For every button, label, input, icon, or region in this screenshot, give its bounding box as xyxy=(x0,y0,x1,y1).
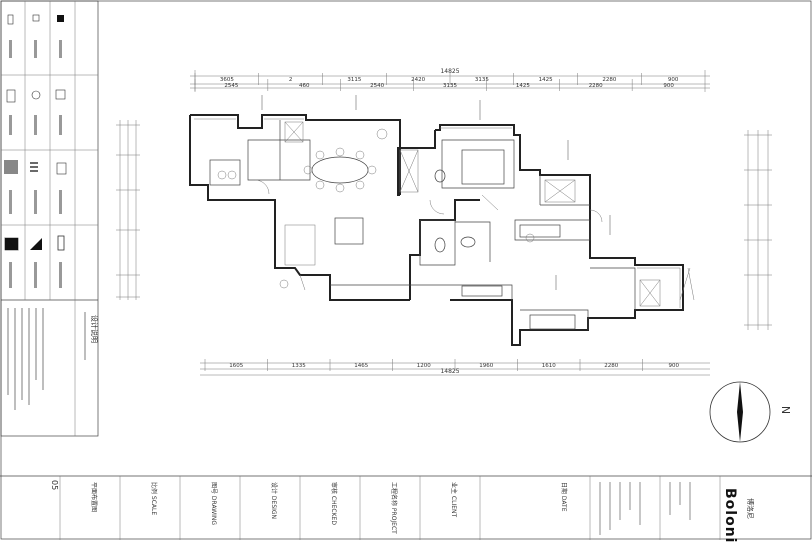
top-total-dimension: 14825 xyxy=(440,68,459,75)
notes-title: 设计说明 xyxy=(90,315,99,343)
legend-symbol-icon xyxy=(57,235,65,251)
legend-symbol-icon xyxy=(6,89,16,103)
dimension-label: 1425 xyxy=(516,83,530,89)
north-label: N xyxy=(779,406,792,414)
second-bed xyxy=(519,224,561,238)
legend-symbol-icon xyxy=(31,90,41,100)
dining-table xyxy=(311,156,369,184)
legend-symbol-icon xyxy=(4,237,19,251)
right-dimension-chain xyxy=(744,130,772,330)
legend-symbol-icon xyxy=(30,238,42,250)
dimension-label: 2280 xyxy=(602,77,616,83)
legend-panel: 设计说明 xyxy=(0,0,99,437)
legend-symbol-icon xyxy=(57,15,64,22)
master-bed xyxy=(461,149,505,185)
dimension-label: 3135 xyxy=(475,77,489,83)
legend-symbol-icon xyxy=(4,160,18,174)
toilet xyxy=(434,237,446,253)
legend-symbol-icon xyxy=(7,14,14,25)
dimension-label: 2545 xyxy=(224,83,238,89)
left-dimension-chain xyxy=(116,120,140,300)
sheet-number: 05 xyxy=(50,480,59,490)
dimension-label: 1605 xyxy=(229,363,243,369)
titleblock-label: 设计 DESIGN xyxy=(270,482,278,519)
dimension-label: 3115 xyxy=(347,77,361,83)
legend-symbol-icon xyxy=(56,162,67,175)
bottom-dimension-chain: 14825 1605 1335 1465 1200 1960 1610 2280 900 xyxy=(200,359,710,376)
titleblock-label: 审核 CHECKED xyxy=(330,482,338,525)
north-arrow-icon xyxy=(737,382,743,442)
titleblock-label: 工程名称 PROJECT xyxy=(390,482,398,534)
titleblock-label: 业主 CLIENT xyxy=(450,482,458,517)
dimension-label: 1610 xyxy=(542,363,556,369)
titleblock-label: 图号 DRAWING xyxy=(210,482,217,525)
dimension-label: 900 xyxy=(663,83,674,89)
kitchen-counter xyxy=(209,159,241,186)
dimension-label: 1335 xyxy=(292,363,306,369)
bathtub xyxy=(461,285,503,297)
dimension-label: 2280 xyxy=(604,363,618,369)
legend-symbol-icon xyxy=(55,89,66,100)
legend-symbol-icon xyxy=(32,14,40,22)
brand-logo: Boloni xyxy=(722,488,738,543)
titleblock-label: 比例 SCALE xyxy=(150,482,158,515)
dimension-label: 2540 xyxy=(370,83,384,89)
washbasin xyxy=(460,236,476,248)
titleblock: 平面布置图 比例 SCALE 图号 DRAWING 设计 DESIGN 审核 CHECK… xyxy=(50,476,755,540)
top-dimension-chain: 14825 3605 2 3115 2420 3135 1425 2280 900 2545 4… xyxy=(190,68,710,92)
legend-symbol-icon xyxy=(30,162,38,172)
dimension-label: 1465 xyxy=(354,363,368,369)
dimension-label: 900 xyxy=(669,363,680,369)
dimension-label: 460 xyxy=(299,83,310,89)
dimension-label: 1960 xyxy=(479,363,493,369)
dimension-label: 2280 xyxy=(589,83,603,89)
north-arrow: N xyxy=(709,381,792,443)
bottom-total-dimension: 14825 xyxy=(440,368,459,375)
titleblock-label: 平面布置图 xyxy=(90,482,98,512)
dimension-label: 3605 xyxy=(220,77,234,83)
brand-cn: 博洛尼 xyxy=(746,498,755,519)
floor-plan xyxy=(189,95,695,346)
third-bed xyxy=(529,314,576,330)
dimension-label: 2420 xyxy=(411,77,425,83)
dimension-label: 900 xyxy=(668,77,679,83)
dimension-label: 1425 xyxy=(539,77,553,83)
dimension-label: 1200 xyxy=(417,363,431,369)
dimension-label: 2 xyxy=(289,77,293,83)
living-sofa xyxy=(334,217,364,245)
dimension-label: 3135 xyxy=(443,83,457,89)
titleblock-label: 日期 DATE xyxy=(560,482,568,512)
